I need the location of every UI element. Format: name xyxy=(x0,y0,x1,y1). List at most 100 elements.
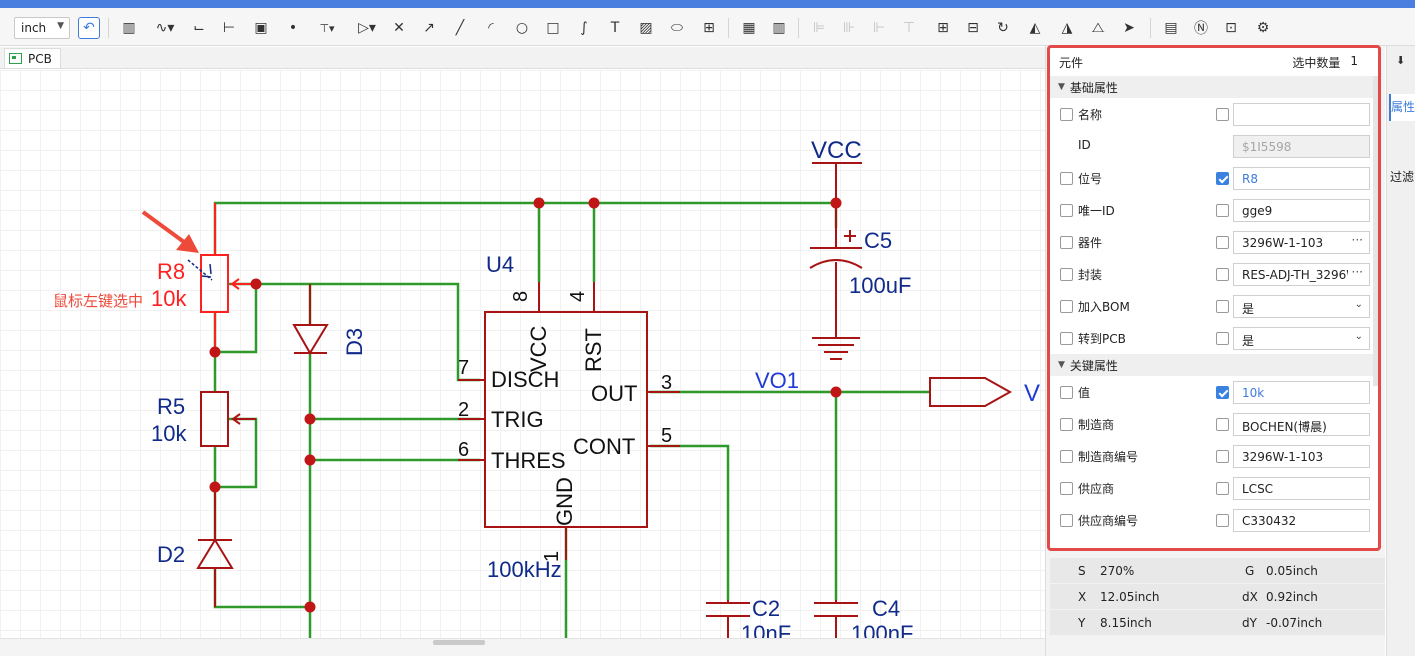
probe-icon[interactable]: ↗ xyxy=(423,20,435,36)
prop-value-field[interactable]: 3296W-1-103··· xyxy=(1233,231,1370,254)
row-show-checkbox[interactable] xyxy=(1216,300,1229,313)
row-include-checkbox[interactable] xyxy=(1060,418,1073,431)
align-top-icon[interactable]: ⊤ xyxy=(902,20,916,36)
part-lib-icon[interactable]: ⊡ xyxy=(1225,20,1237,36)
prop-value-field[interactable]: BOCHEN(博晨) xyxy=(1233,413,1370,436)
prop-value-field[interactable]: 3296W-1-103 xyxy=(1233,445,1370,468)
send-icon[interactable]: ➤ xyxy=(1123,20,1135,36)
rect-icon[interactable]: □ xyxy=(546,20,560,36)
align-right-icon[interactable]: ⊩ xyxy=(872,20,886,36)
ellipse-icon[interactable]: ⬭ xyxy=(671,20,683,36)
row-include-checkbox[interactable] xyxy=(1060,172,1073,185)
port-icon[interactable]: ▣ xyxy=(254,20,268,36)
ratsnest-icon[interactable]: ▦ xyxy=(742,20,756,36)
net-icon[interactable]: ⊢ xyxy=(222,20,236,36)
row-show-checkbox[interactable] xyxy=(1216,450,1229,463)
row-show-checkbox[interactable] xyxy=(1216,236,1229,249)
tab-filter[interactable]: 过滤 xyxy=(1389,164,1415,191)
chip2-icon[interactable]: ▥ xyxy=(772,20,786,36)
row-include-checkbox[interactable] xyxy=(1060,386,1073,399)
netlist-icon[interactable]: Ⓝ xyxy=(1194,21,1208,37)
scrollbar-thumb[interactable] xyxy=(433,640,485,645)
prop-value-field[interactable]: 是⌄ xyxy=(1233,295,1370,318)
rotate-icon[interactable]: ↻ xyxy=(997,20,1009,36)
prop-value-field[interactable]: R8 xyxy=(1233,167,1370,190)
junction-icon[interactable]: • xyxy=(288,20,298,36)
chevron-down-icon[interactable]: ⌄ xyxy=(1354,299,1363,310)
unit-select[interactable]: inch▼ xyxy=(14,17,70,39)
flip-v-icon[interactable]: ◮ xyxy=(1061,20,1073,36)
prop-value-field[interactable]: gge9 xyxy=(1233,199,1370,222)
c4-designator: C4 xyxy=(872,596,900,621)
prop-value-field[interactable]: LCSC xyxy=(1233,477,1370,500)
r5-value: 10k xyxy=(151,421,187,446)
circle-icon[interactable]: ○ xyxy=(515,20,529,36)
prop-value-field[interactable]: 是⌄ xyxy=(1233,327,1370,350)
row-include-checkbox[interactable] xyxy=(1060,300,1073,313)
prop-value-field[interactable]: C330432 xyxy=(1233,509,1370,532)
horizontal-scrollbar[interactable] xyxy=(0,638,1045,656)
props-scrollbar[interactable] xyxy=(1373,76,1378,386)
tab-properties[interactable]: 属性 xyxy=(1389,94,1415,121)
more-icon[interactable]: ··· xyxy=(1347,233,1363,247)
row-include-checkbox[interactable] xyxy=(1060,514,1073,527)
row-include-checkbox[interactable] xyxy=(1060,450,1073,463)
row-include-checkbox[interactable] xyxy=(1060,482,1073,495)
bom-icon[interactable]: ▤ xyxy=(1164,20,1178,36)
flip-h-icon[interactable]: ◭ xyxy=(1029,20,1041,36)
row-show-checkbox[interactable] xyxy=(1216,172,1229,185)
chevron-down-icon[interactable]: ⌄ xyxy=(1354,331,1363,342)
section-basic[interactable]: ▼基础属性 xyxy=(1050,76,1378,98)
flag-icon[interactable]: ▷▾ xyxy=(358,20,376,36)
align-left-icon[interactable]: ⊫ xyxy=(812,20,826,36)
row-show-checkbox[interactable] xyxy=(1216,482,1229,495)
r8-value: 10k xyxy=(151,286,187,311)
distribute-icon[interactable]: ⊟ xyxy=(967,20,979,36)
gear-icon[interactable]: ⚙ xyxy=(1256,20,1270,36)
prop-label: 值 xyxy=(1078,386,1091,400)
text-icon[interactable]: T xyxy=(610,20,620,36)
row-show-checkbox[interactable] xyxy=(1216,108,1229,121)
section-key[interactable]: ▼关键属性 xyxy=(1050,354,1378,376)
arc-icon[interactable]: ◜ xyxy=(488,20,494,36)
prop-value-field[interactable] xyxy=(1233,103,1370,126)
more-icon[interactable]: ··· xyxy=(1347,265,1363,279)
row-include-checkbox[interactable] xyxy=(1060,236,1073,249)
row-include-checkbox[interactable] xyxy=(1060,108,1073,121)
row-include-checkbox[interactable] xyxy=(1060,204,1073,217)
row-show-checkbox[interactable] xyxy=(1216,514,1229,527)
prop-value-field[interactable]: 10k xyxy=(1233,381,1370,404)
wire-icon[interactable]: ⌙ xyxy=(193,20,205,36)
pin-icon[interactable]: ⬇ xyxy=(1396,54,1406,67)
mirror-icon[interactable]: ⧍ xyxy=(1091,20,1105,36)
row-show-checkbox[interactable] xyxy=(1216,386,1229,399)
grid-icon[interactable]: ⊞ xyxy=(937,20,949,36)
row-show-checkbox[interactable] xyxy=(1216,268,1229,281)
pcb-icon xyxy=(9,53,22,64)
undo-icon[interactable]: ↶ xyxy=(78,17,100,39)
prop-value-field[interactable]: RES-ADJ-TH_3296W··· xyxy=(1233,263,1370,286)
row-include-checkbox[interactable] xyxy=(1060,268,1073,281)
align-center-icon[interactable]: ⊪ xyxy=(842,20,856,36)
line-icon[interactable]: ╱ xyxy=(455,20,465,36)
row-show-checkbox[interactable] xyxy=(1216,418,1229,431)
prop-value-field: $1I5598 xyxy=(1233,135,1370,158)
tab-pcb[interactable]: PCB xyxy=(4,48,61,68)
status-row-y: Y 8.15inch dY -0.07inch xyxy=(1050,610,1385,635)
image-icon[interactable]: ▨ xyxy=(639,20,653,36)
prop-value: C330432 xyxy=(1242,514,1297,528)
chip-icon[interactable]: ▥ xyxy=(122,20,136,36)
row-show-checkbox[interactable] xyxy=(1216,204,1229,217)
r8-resistor-selected[interactable] xyxy=(187,203,256,352)
row-show-checkbox[interactable] xyxy=(1216,332,1229,345)
noconnect-icon[interactable]: ✕ xyxy=(393,20,405,36)
wave-icon[interactable]: ∿▾ xyxy=(155,20,175,36)
schematic-canvas[interactable]: VCC C5 100uF R8 10k 鼠标左键选中 R5 10k D2 D3 … xyxy=(0,70,1045,638)
table-icon[interactable]: ⊞ xyxy=(703,20,715,36)
row-include-checkbox[interactable] xyxy=(1060,332,1073,345)
bezier-icon[interactable]: ∫ xyxy=(580,20,588,36)
vcc-icon[interactable]: ⊤▾ xyxy=(319,21,335,35)
